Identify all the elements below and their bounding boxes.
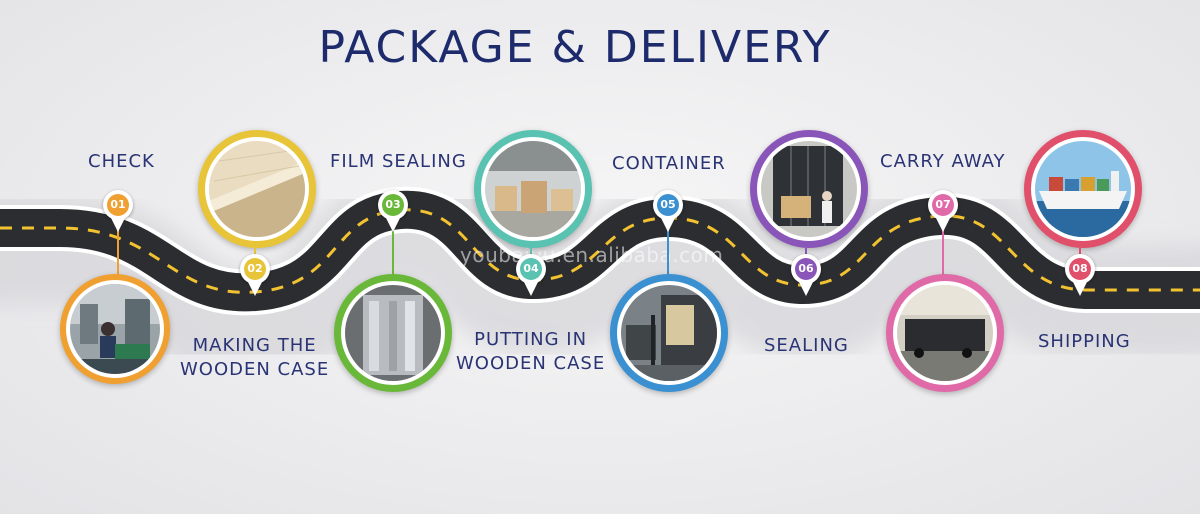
step-03-label: FILM SEALING xyxy=(330,151,467,172)
step-07-pin: 07 xyxy=(928,190,958,220)
step-02-label-line2: WOODEN CASE xyxy=(180,359,330,380)
step-03-pin: 03 xyxy=(378,190,408,220)
step-02-pin: 02 xyxy=(240,254,270,284)
step-05-label: CONTAINER xyxy=(612,153,726,174)
step-08-number: 08 xyxy=(1069,258,1091,280)
step-02-number: 02 xyxy=(244,258,266,280)
watermark: youbaiyu.en.alibaba.com xyxy=(460,243,724,267)
step-08-pin: 08 xyxy=(1065,254,1095,284)
step-05-connector xyxy=(667,218,669,276)
step-01-number: 01 xyxy=(107,194,129,216)
step-06-pin: 06 xyxy=(791,254,821,284)
worker-inspection-image xyxy=(70,284,160,374)
step-07-label: CARRY AWAY xyxy=(880,151,1006,172)
road-center-line xyxy=(0,208,1200,294)
step-06-photo xyxy=(750,130,868,248)
page-title: PACKAGE & DELIVERY xyxy=(318,22,832,73)
step-07-number: 07 xyxy=(932,194,954,216)
container-sealing-image xyxy=(761,141,857,237)
step-01-photo xyxy=(60,274,170,384)
step-04-number: 04 xyxy=(520,258,542,280)
film-wrapped-machine-image xyxy=(345,285,441,381)
step-03-number: 03 xyxy=(382,194,404,216)
step-06-number: 06 xyxy=(795,258,817,280)
step-06-label: SEALING xyxy=(764,335,849,356)
forklift-loading-image xyxy=(621,285,717,381)
step-03-connector xyxy=(392,218,394,276)
step-04-photo xyxy=(474,130,592,248)
step-04-label-line2: WOODEN CASE xyxy=(456,353,606,374)
wooden-board-image xyxy=(209,141,305,237)
step-01-pin: 01 xyxy=(103,190,133,220)
step-04-pin: 04 xyxy=(516,254,546,284)
step-01-connector xyxy=(117,218,119,276)
step-08-photo xyxy=(1024,130,1142,248)
step-05-photo xyxy=(610,274,728,392)
step-07-connector xyxy=(942,218,944,276)
wooden-crates-warehouse-image xyxy=(485,141,581,237)
step-03-photo xyxy=(334,274,452,392)
step-07-photo xyxy=(886,274,1004,392)
cargo-ship-image xyxy=(1035,141,1131,237)
step-02-photo xyxy=(198,130,316,248)
step-02-label-line1: MAKING THE xyxy=(192,335,317,356)
step-05-number: 05 xyxy=(657,194,679,216)
step-02-label: MAKING THE WOODEN CASE xyxy=(180,334,329,382)
step-08-label: SHIPPING xyxy=(1038,331,1131,352)
step-01-label: CHECK xyxy=(88,151,155,172)
step-04-label-line1: PUTTING IN xyxy=(474,329,588,350)
truck-container-image xyxy=(897,285,993,381)
step-05-pin: 05 xyxy=(653,190,683,220)
step-04-label: PUTTING IN WOODEN CASE xyxy=(456,328,605,376)
